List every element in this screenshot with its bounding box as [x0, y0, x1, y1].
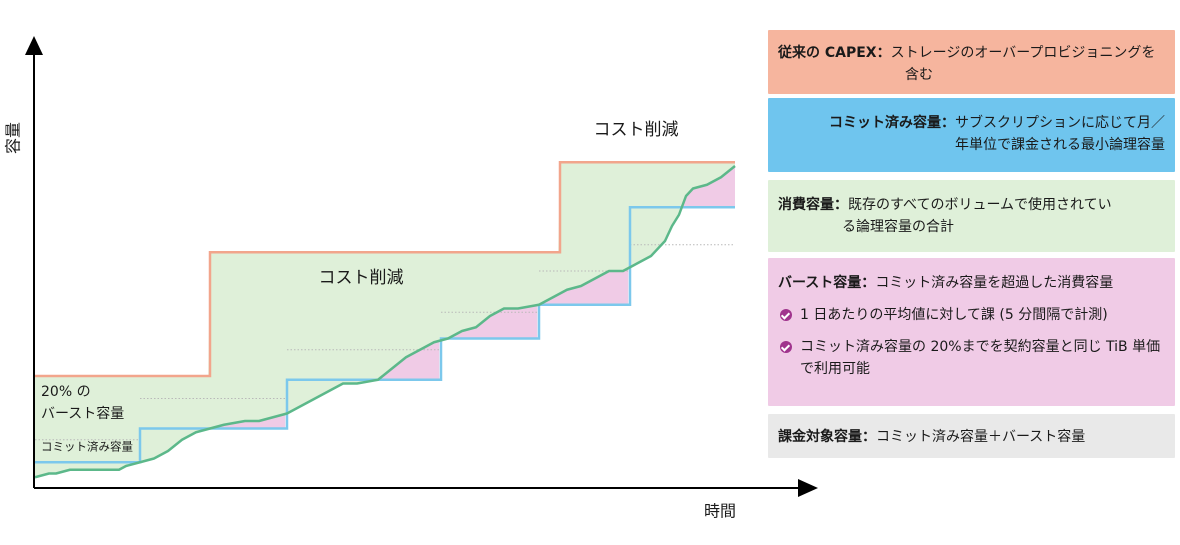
legend-commit-desc-1: サブスクリプションに応じて月／	[955, 115, 1165, 131]
legend-consumed-desc-1: 既存のすべてのボリュームで使用されてい	[848, 197, 1112, 213]
commit-line	[35, 206, 735, 464]
legend-commit-title: コミット済み容量：	[829, 115, 955, 131]
legend-capex: 従来の CAPEX：ストレージのオーバープロビジョニングを 含む	[768, 30, 1175, 94]
x-axis-label: 時間	[704, 502, 736, 521]
burst-area	[540, 268, 629, 305]
check-circle-icon	[780, 309, 792, 321]
legend-burst-title: バースト容量：	[778, 275, 876, 291]
legend-consumed-title: 消費容量：	[778, 197, 848, 213]
y-axis-label: 容量	[4, 122, 23, 154]
capex-line	[35, 161, 735, 378]
legend-commit: コミット済み容量：サブスクリプションに応じて月／ 年単位で課金される最小論理容量	[768, 98, 1175, 172]
burst-area	[449, 305, 538, 339]
legend-burst: バースト容量：コミット済み容量を超過した消費容量 1 日あたりの平均値に対して課…	[768, 258, 1175, 406]
annotation-burst-percent: 20% の	[41, 384, 91, 400]
legend-capex-desc-1: ストレージのオーバープロビジョニングを	[890, 45, 1156, 61]
burst-area	[682, 166, 735, 208]
chart-guides	[35, 244, 735, 441]
legend-burst-desc: コミット済み容量を超過した消費容量	[875, 275, 1114, 291]
x-axis-arrow-icon	[798, 479, 818, 497]
y-axis-arrow-icon	[25, 36, 43, 55]
annotation-cost-savings-center: コスト削減	[319, 268, 404, 288]
legend-billable: 課金対象容量：コミット済み容量＋バースト容量	[768, 414, 1175, 458]
annotation-commit-capacity: コミット済み容量	[41, 440, 133, 454]
legend-billable-title: 課金対象容量：	[778, 429, 876, 445]
annotation-burst-capacity: バースト容量	[41, 405, 124, 422]
consumed-line	[34, 165, 736, 479]
chart-labels: 容量 時間 コスト削減 コスト削減 20% の バースト容量 コミット済み容量	[4, 120, 737, 521]
legend-commit-desc-2: 年単位で課金される最小論理容量	[955, 137, 1165, 153]
legend-consumed: 消費容量：既存のすべてのボリュームで使用されてい る論理容量の合計	[768, 180, 1175, 252]
chart-axes	[25, 36, 818, 497]
legend-burst-item-text: コミット済み容量の 20%までを契約容量と同じ TiB 単価で利用可能	[800, 339, 1161, 377]
chart-lines	[34, 161, 736, 479]
legend-burst-item: コミット済み容量の 20%までを契約容量と同じ TiB 単価で利用可能	[778, 336, 1165, 380]
check-circle-icon	[780, 341, 792, 353]
legend-consumed-desc-2: る論理容量の合計	[842, 219, 954, 235]
legend-capex-desc-2: 含む	[905, 67, 933, 83]
burst-area	[379, 340, 440, 380]
annotation-cost-savings-top: コスト削減	[594, 120, 679, 140]
legend-billable-desc: コミット済み容量＋バースト容量	[876, 429, 1086, 445]
legend-burst-item: 1 日あたりの平均値に対して課 (5 分間隔で計測)	[778, 304, 1165, 326]
legend-capex-title: 従来の CAPEX：	[778, 45, 891, 61]
legend-burst-item-text: 1 日あたりの平均値に対して課 (5 分間隔で計測)	[800, 307, 1108, 323]
